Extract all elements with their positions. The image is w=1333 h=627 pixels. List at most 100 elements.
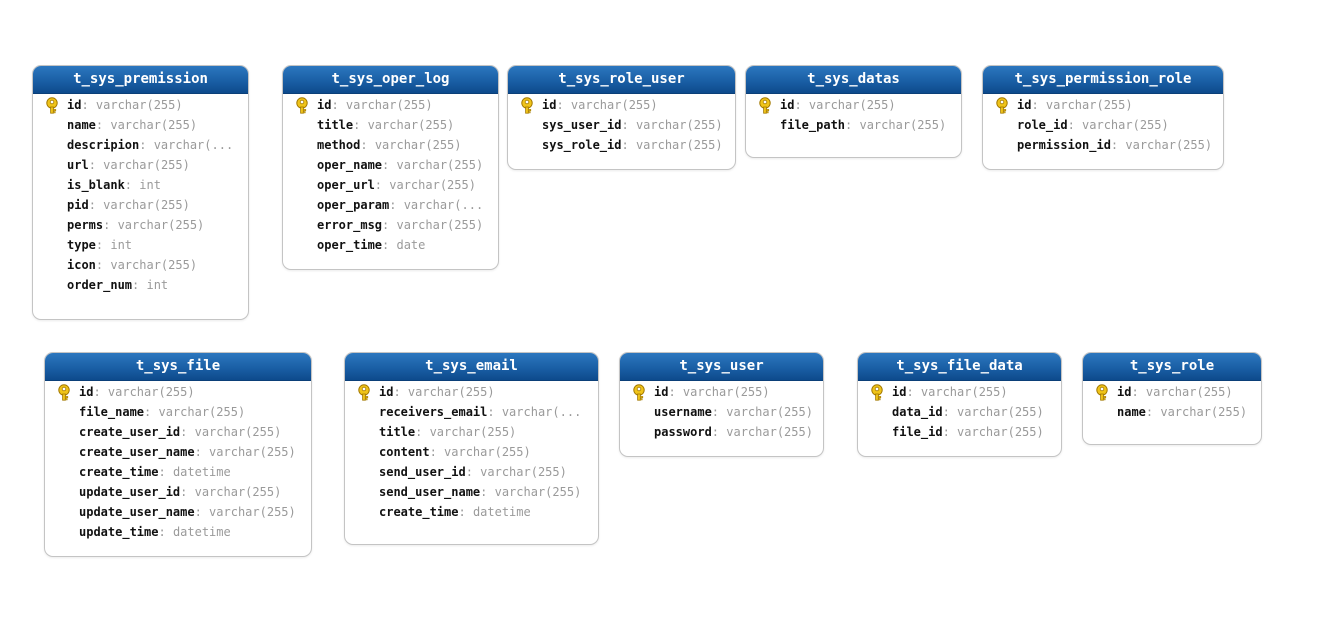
- table-t_sys_file[interactable]: t_sys_file id: varchar(255)file_name: va…: [44, 352, 312, 557]
- field-separator: :: [942, 425, 958, 439]
- field-type: varchar(255): [429, 425, 517, 439]
- field-row[interactable]: file_name: varchar(255): [45, 402, 311, 422]
- field-name: receivers_email: [379, 405, 488, 419]
- field-row[interactable]: title: varchar(255): [283, 115, 498, 135]
- field-separator: :: [374, 178, 390, 192]
- field-separator: :: [668, 385, 683, 399]
- table-t_sys_premission[interactable]: t_sys_premission id: varchar(255)name: v…: [32, 65, 249, 320]
- field-separator: :: [711, 425, 727, 439]
- field-row[interactable]: id: varchar(255): [33, 95, 248, 115]
- field-row[interactable]: oper_param: varchar(...: [283, 195, 498, 215]
- field-type: varchar(255): [480, 465, 567, 479]
- field-row[interactable]: update_user_id: varchar(255): [45, 482, 311, 502]
- field-row[interactable]: id: varchar(255): [345, 382, 598, 402]
- field-row[interactable]: permission_id: varchar(255): [983, 135, 1223, 155]
- field-type: varchar(...: [501, 405, 582, 419]
- field-separator: :: [1145, 405, 1161, 419]
- field-type: varchar(255): [95, 98, 183, 112]
- field-row[interactable]: error_msg: varchar(255): [283, 215, 498, 235]
- field-name: create_time: [379, 505, 459, 519]
- field-name: update_user_id: [79, 485, 181, 499]
- table-t_sys_role_user[interactable]: t_sys_role_user id: varchar(255)sys_user…: [507, 65, 736, 170]
- field-row[interactable]: oper_url: varchar(255): [283, 175, 498, 195]
- field-row[interactable]: username: varchar(255): [620, 402, 823, 422]
- field-name: method: [317, 138, 361, 152]
- field-separator: :: [180, 485, 195, 499]
- field-row[interactable]: sys_role_id: varchar(255): [508, 135, 735, 155]
- field-separator: :: [95, 258, 111, 272]
- field-name: sys_role_id: [542, 138, 622, 152]
- field-name: id: [654, 385, 669, 399]
- field-separator: :: [103, 218, 118, 232]
- field-name: title: [379, 425, 416, 439]
- field-name: name: [67, 118, 96, 132]
- field-row[interactable]: sys_user_id: varchar(255): [508, 115, 735, 135]
- field-row[interactable]: data_id: varchar(255): [858, 402, 1061, 422]
- field-row[interactable]: oper_time: date: [283, 235, 498, 255]
- field-row[interactable]: create_time: datetime: [345, 502, 598, 522]
- table-t_sys_role[interactable]: t_sys_role id: varchar(255)name: varchar…: [1082, 352, 1262, 445]
- field-name: update_user_name: [79, 505, 195, 519]
- field-type: varchar(255): [808, 98, 896, 112]
- field-row[interactable]: pid: varchar(255): [33, 195, 248, 215]
- field-name: oper_param: [317, 198, 390, 212]
- field-row[interactable]: file_id: varchar(255): [858, 422, 1061, 442]
- field-row[interactable]: descripion: varchar(...: [33, 135, 248, 155]
- field-separator: :: [144, 405, 159, 419]
- field-row[interactable]: update_user_name: varchar(255): [45, 502, 311, 522]
- field-row[interactable]: id: varchar(255): [508, 95, 735, 115]
- field-row[interactable]: icon: varchar(255): [33, 255, 248, 275]
- field-row[interactable]: file_path: varchar(255): [746, 115, 961, 135]
- table-t_sys_user[interactable]: t_sys_user id: varchar(255)username: var…: [619, 352, 824, 457]
- field-row[interactable]: order_num: int: [33, 275, 248, 295]
- field-type: varchar(255): [396, 218, 484, 232]
- field-row[interactable]: update_time: datetime: [45, 522, 311, 542]
- field-row[interactable]: url: varchar(255): [33, 155, 248, 175]
- field-row[interactable]: is_blank: int: [33, 175, 248, 195]
- field-row[interactable]: role_id: varchar(255): [983, 115, 1223, 135]
- field-row[interactable]: id: varchar(255): [45, 382, 311, 402]
- field-row[interactable]: password: varchar(255): [620, 422, 823, 442]
- field-row[interactable]: title: varchar(255): [345, 422, 598, 442]
- field-separator: :: [194, 445, 210, 459]
- field-type: varchar(255): [444, 445, 531, 459]
- field-row[interactable]: name: varchar(255): [33, 115, 248, 135]
- field-row[interactable]: oper_name: varchar(255): [283, 155, 498, 175]
- field-list: id: varchar(255)title: varchar(255)metho…: [283, 94, 498, 255]
- field-separator: :: [132, 278, 147, 292]
- field-list: id: varchar(255)name: varchar(255)descri…: [33, 94, 248, 295]
- field-row[interactable]: name: varchar(255): [1083, 402, 1261, 422]
- field-separator: :: [621, 138, 636, 152]
- field-row[interactable]: content: varchar(255): [345, 442, 598, 462]
- field-type: varchar(255): [103, 158, 190, 172]
- field-row[interactable]: id: varchar(255): [1083, 382, 1261, 402]
- field-row[interactable]: create_user_name: varchar(255): [45, 442, 311, 462]
- table-t_sys_permission_role[interactable]: t_sys_permission_role id: varchar(255)ro…: [982, 65, 1224, 170]
- field-row[interactable]: receivers_email: varchar(...: [345, 402, 598, 422]
- field-name: file_name: [79, 405, 145, 419]
- field-row[interactable]: create_time: datetime: [45, 462, 311, 482]
- field-row[interactable]: id: varchar(255): [746, 95, 961, 115]
- field-row[interactable]: id: varchar(255): [283, 95, 498, 115]
- field-row[interactable]: create_user_id: varchar(255): [45, 422, 311, 442]
- field-name: id: [317, 98, 332, 112]
- table-t_sys_file_data[interactable]: t_sys_file_data id: varchar(255)data_id:…: [857, 352, 1062, 457]
- field-row[interactable]: send_user_id: varchar(255): [345, 462, 598, 482]
- table-t_sys_datas[interactable]: t_sys_datas id: varchar(255)file_path: v…: [745, 65, 962, 158]
- field-name: username: [654, 405, 712, 419]
- field-name: type: [67, 238, 96, 252]
- key-icon: [756, 97, 774, 114]
- field-row[interactable]: perms: varchar(255): [33, 215, 248, 235]
- field-row[interactable]: type: int: [33, 235, 248, 255]
- table-t_sys_oper_log[interactable]: t_sys_oper_log id: varchar(255)title: va…: [282, 65, 499, 270]
- field-row[interactable]: id: varchar(255): [620, 382, 823, 402]
- field-separator: :: [139, 138, 154, 152]
- field-name: send_user_name: [379, 485, 481, 499]
- field-row[interactable]: send_user_name: varchar(255): [345, 482, 598, 502]
- table-t_sys_email[interactable]: t_sys_email id: varchar(255)receivers_em…: [344, 352, 599, 545]
- field-row[interactable]: method: varchar(255): [283, 135, 498, 155]
- field-row[interactable]: id: varchar(255): [858, 382, 1061, 402]
- field-row[interactable]: id: varchar(255): [983, 95, 1223, 115]
- field-separator: :: [845, 118, 860, 132]
- table-title: t_sys_file: [45, 353, 311, 381]
